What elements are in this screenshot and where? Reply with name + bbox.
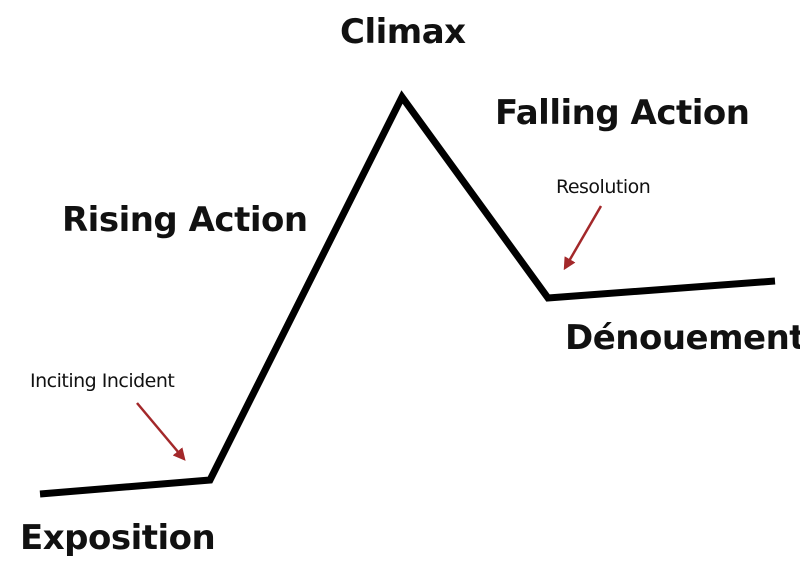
denouement-label: Dénouement <box>565 318 800 358</box>
resolution-label: Resolution <box>556 176 651 198</box>
rising-action-label: Rising Action <box>62 200 308 240</box>
inciting-incident-label: Inciting Incident <box>30 370 175 392</box>
climax-label: Climax <box>340 12 466 52</box>
inciting-incident-arrow <box>136 402 186 461</box>
resolution-arrow <box>563 205 603 271</box>
exposition-label: Exposition <box>20 518 216 558</box>
plot-line <box>39 90 776 498</box>
falling-action-label: Falling Action <box>495 93 750 133</box>
